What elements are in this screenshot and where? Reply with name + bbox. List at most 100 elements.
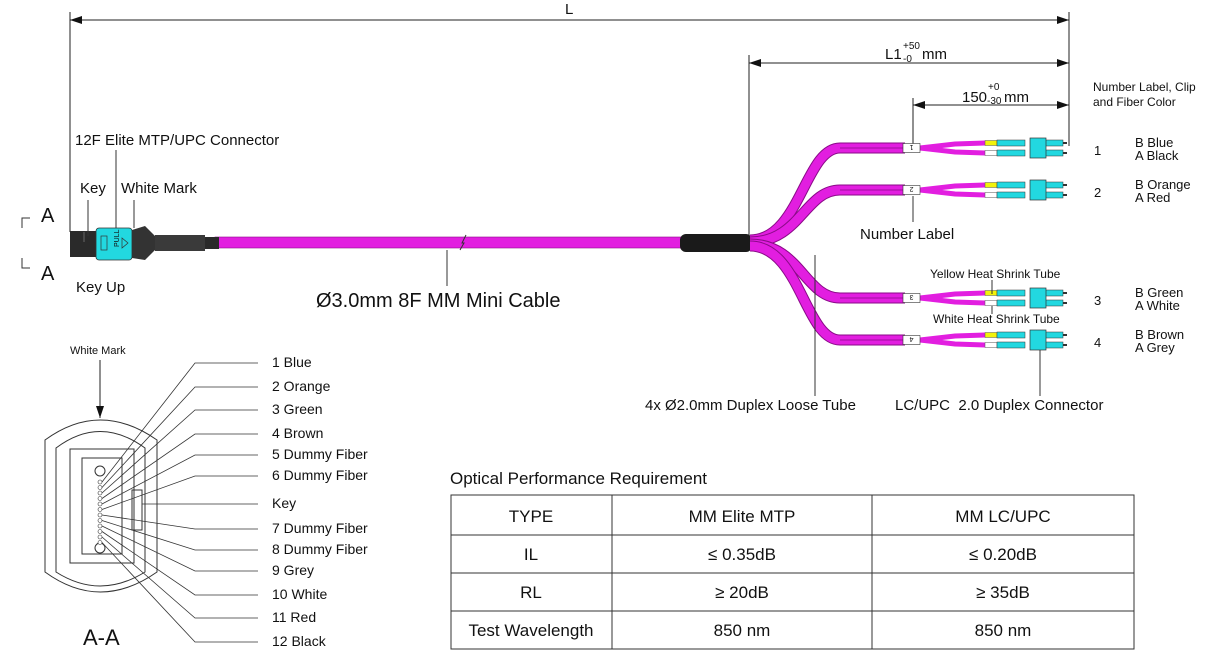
performance-table: TYPE MM Elite MTP MM LC/UPC IL ≤ 0.35dB …: [450, 494, 1135, 650]
table-header-type: TYPE: [509, 507, 553, 526]
lc-connector-label: LC/UPC 2.0 Duplex Connector: [895, 397, 1103, 414]
fiber-hole: [97, 490, 103, 496]
table-cell: ≤ 0.20dB: [969, 545, 1037, 564]
number-label-tag: [902, 185, 921, 195]
fiber-hole: [97, 512, 103, 518]
main-cable: [214, 236, 691, 249]
fiber-label: 4 Brown: [272, 425, 323, 441]
fiber-label: 5 Dummy Fiber: [272, 446, 368, 462]
white-heat-shrink: [984, 150, 998, 156]
table-cell: 850 nm: [975, 621, 1032, 640]
fiber-hole: [97, 540, 103, 545]
fiber-leader: [101, 536, 258, 619]
white-heat-shrink: [984, 300, 998, 306]
leg-fiber-a: A Grey: [1135, 340, 1175, 355]
fiber-label: 11 Red: [272, 609, 316, 625]
lc-duplex-connector: [996, 329, 1067, 351]
fiber-leader: [101, 475, 258, 510]
table-cell: ≥ 35dB: [976, 583, 1030, 602]
number-label-tag: [902, 293, 921, 303]
number-label-tag-text: 1: [909, 143, 913, 150]
lc-duplex-connector: [996, 179, 1067, 201]
dimension-leg: 150 +0 -30 mm: [912, 82, 1069, 146]
fiber-hole: [97, 485, 103, 490]
leg-unit: mm: [1004, 89, 1029, 106]
dimension-l-label: L: [565, 1, 573, 18]
fiber-leader: [101, 520, 258, 551]
number-label-tag-text: 4: [909, 335, 913, 342]
l1-unit: mm: [922, 46, 947, 63]
fiber-leader: [101, 433, 258, 499]
section-title: A-A: [83, 625, 120, 650]
white-heat-shrink: [984, 192, 998, 198]
section-marker-bottom: [21, 258, 30, 269]
fiber-label: 3 Green: [272, 401, 323, 417]
key-outline: [131, 489, 143, 531]
leg-fiber-a: A White: [1135, 298, 1180, 313]
leg-tol-minus: -30: [987, 96, 1002, 107]
table-cell: RL: [520, 583, 542, 602]
lc-duplex-connector: [996, 137, 1067, 159]
leg-fiber-b: B Brown: [1135, 327, 1184, 342]
table-header-lc: MM LC/UPC: [955, 507, 1050, 526]
section-marker-top: [21, 217, 30, 228]
section-white-mark: White Mark: [70, 345, 126, 357]
triangle-mark-icon: [121, 237, 129, 249]
section-marker-a-bottom: A: [41, 263, 55, 285]
table-title: Optical Performance Requirement: [450, 469, 707, 488]
fiber-leader: [101, 386, 258, 488]
fiber-hole: [97, 496, 103, 501]
break-mark-icon: [459, 234, 467, 251]
fiber-hole: [97, 534, 103, 540]
fiber-leader: [101, 531, 258, 596]
dimension-l1: L1 +50 -0 mm: [748, 41, 1069, 236]
number-label-tag: [902, 335, 921, 345]
yellow-heat-shrink: [984, 182, 998, 188]
leg-base: 150: [962, 89, 987, 106]
leg-number: 3: [1094, 293, 1101, 308]
fiber-label: 8 Dummy Fiber: [272, 541, 368, 557]
number-label-tag: [902, 143, 921, 153]
leg-number: 2: [1094, 185, 1101, 200]
fiber-leader: [101, 362, 258, 483]
white-heat-shrink: [984, 342, 998, 348]
fiber-leader: [101, 542, 258, 643]
mtp-connector-label: 12F Elite MTP/UPC Connector: [75, 132, 279, 149]
fiber-leader: [101, 525, 258, 572]
fiber-label: 7 Dummy Fiber: [272, 520, 368, 536]
table-header-mtp: MM Elite MTP: [689, 507, 796, 526]
dimension-l: L: [69, 1, 1070, 232]
leg-fiber-a: A Black: [1135, 148, 1179, 163]
leg-fiber-b: B Orange: [1135, 177, 1191, 192]
fiber-hole: [97, 507, 103, 512]
l1-tol-minus: -0: [903, 54, 912, 65]
cable-label: Ø3.0mm 8F MM Mini Cable: [316, 290, 561, 312]
fiber-label: 12 Black: [272, 633, 327, 649]
table-cell: ≤ 0.35dB: [708, 545, 776, 564]
table-cell: ≥ 20dB: [715, 583, 769, 602]
leg-tol-plus: +0: [988, 82, 1000, 93]
fiber-hole: [97, 523, 103, 529]
lc-duplex-connector: [996, 287, 1067, 309]
number-label-caption: Number Label: [860, 226, 954, 243]
leg-number: 4: [1094, 335, 1101, 350]
fiber-hole: [97, 501, 103, 507]
pull-text: PULL: [114, 229, 121, 247]
leg-fiber-a: A Red: [1135, 190, 1170, 205]
leg-fiber-b: B Green: [1135, 285, 1183, 300]
key-up-label: Key Up: [76, 279, 125, 296]
table-cell: 850 nm: [714, 621, 771, 640]
fiber-leader: [101, 514, 258, 530]
yellow-heat-shrink: [984, 332, 998, 338]
yellow-heat-shrink: [984, 290, 998, 296]
header-note-line1: Number Label, Clip: [1093, 80, 1196, 94]
fiber-leader: [101, 409, 258, 494]
yellow-tube-label: Yellow Heat Shrink Tube: [930, 267, 1061, 281]
number-label-tag-text: 3: [909, 293, 913, 300]
table-cell: Test Wavelength: [468, 621, 593, 640]
section-marker-a-top: A: [41, 205, 55, 227]
fiber-label: 6 Dummy Fiber: [272, 467, 368, 483]
